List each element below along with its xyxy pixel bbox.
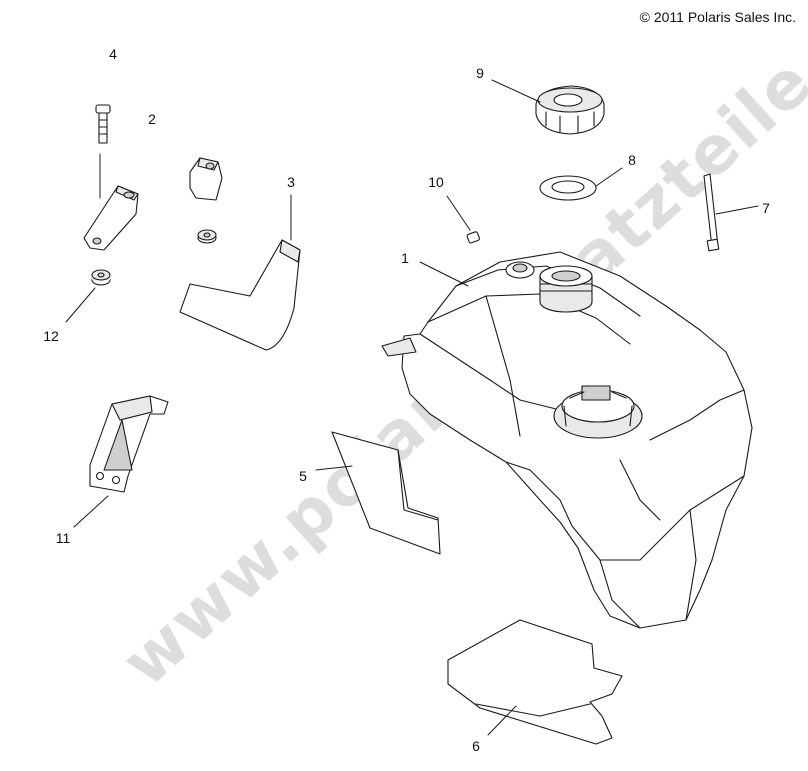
callout-1: 1 bbox=[401, 250, 409, 266]
callout-2: 2 bbox=[148, 111, 156, 127]
part-2-bracket-left bbox=[83, 185, 139, 251]
part-5-shield bbox=[315, 431, 441, 555]
callout-11: 11 bbox=[55, 530, 71, 546]
callout-8: 8 bbox=[628, 152, 636, 168]
part-9-cap bbox=[491, 79, 605, 135]
callout-10: 10 bbox=[428, 174, 444, 190]
part-6-pad bbox=[447, 619, 623, 745]
callout-4: 4 bbox=[109, 46, 117, 62]
part-3-pad bbox=[179, 194, 301, 351]
part-10-plug bbox=[446, 195, 480, 244]
callout-12: 12 bbox=[43, 328, 59, 344]
part-1-fuel-tank bbox=[381, 251, 753, 629]
part-12-bushing bbox=[65, 269, 111, 323]
part-11-bracket bbox=[73, 395, 169, 528]
callout-3: 3 bbox=[287, 174, 295, 190]
part-8-gasket bbox=[539, 167, 623, 201]
part-4-bolt bbox=[95, 104, 111, 199]
callout-5: 5 bbox=[299, 468, 307, 484]
part-7-tie bbox=[703, 173, 759, 252]
part-2-bracket-right bbox=[189, 157, 223, 201]
callout-9: 9 bbox=[476, 65, 484, 81]
callout-6: 6 bbox=[472, 738, 480, 754]
part-12-spacer-upper bbox=[197, 229, 217, 244]
callout-7: 7 bbox=[762, 200, 770, 216]
copyright-notice: © 2011 Polaris Sales Inc. bbox=[639, 9, 796, 25]
